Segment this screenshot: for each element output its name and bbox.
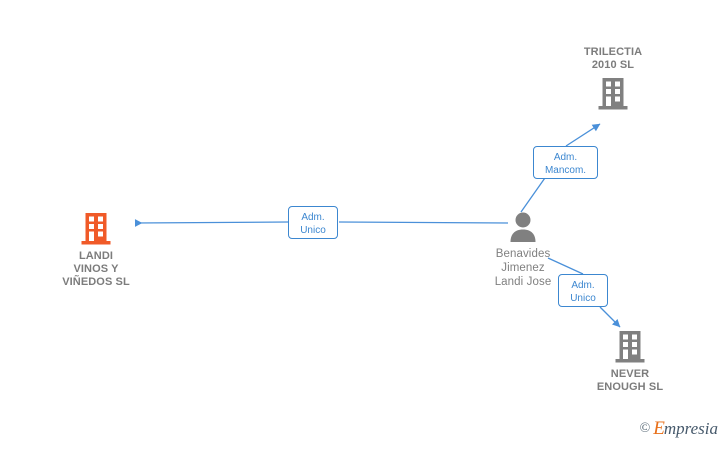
building-icon [548, 77, 678, 111]
brand-initial: E [653, 418, 665, 439]
edge-person-to-never [547, 257, 621, 328]
building-icon [565, 330, 695, 364]
node-label: TRILECTIA 2010 SL [583, 46, 643, 71]
empresia-watermark: © E mpresia [640, 419, 718, 438]
building-icon [31, 212, 161, 246]
person-icon [458, 211, 588, 243]
brand-name: mpresia [663, 419, 718, 438]
node-label: Benavides Jimenez Landi Jose [494, 248, 552, 288]
edge-label-adm-unico-landi[interactable]: Adm. Unico [288, 206, 338, 239]
edge-label-adm-mancom[interactable]: Adm. Mancom. [533, 146, 598, 179]
node-landi-vinos-y-vinedos-sl[interactable]: LANDI VINOS Y VIÑEDOS SL [31, 212, 161, 289]
copyright-symbol: © [639, 420, 651, 436]
edge-label-adm-unico-never[interactable]: Adm. Unico [558, 274, 608, 307]
node-never-enough-sl[interactable]: NEVER ENOUGH SL [565, 330, 695, 394]
node-trilectia-2010-sl[interactable]: TRILECTIA 2010 SL [548, 46, 678, 111]
node-label: LANDI VINOS Y VIÑEDOS SL [62, 250, 130, 288]
node-label: NEVER ENOUGH SL [596, 368, 664, 393]
node-benavides-jimenez-landi-jose[interactable]: Benavides Jimenez Landi Jose [458, 211, 588, 289]
edge-person-to-landi [134, 219, 509, 227]
